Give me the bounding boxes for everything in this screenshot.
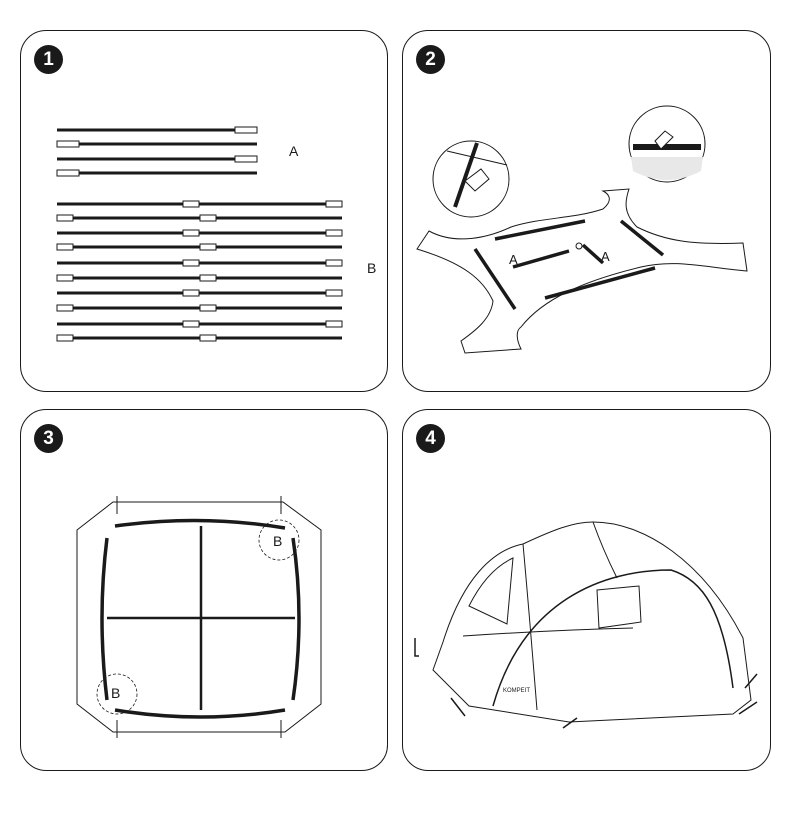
- canopy-outline: [76, 496, 322, 738]
- poles-illustration: A B: [56, 126, 376, 342]
- detail-circle-bottom: [96, 673, 138, 715]
- step-4-panel: 4 KOMPEIT: [402, 409, 771, 771]
- frame-poles: [100, 518, 301, 719]
- label-a-right: A: [601, 249, 610, 264]
- label-a: A: [289, 143, 299, 159]
- detail-inset-right: [628, 105, 706, 183]
- step-2-panel: 2 A A: [402, 30, 771, 392]
- poles-b-group: [57, 202, 342, 340]
- label-b-top: B: [273, 533, 282, 549]
- step-1-badge: 1: [34, 45, 63, 74]
- step-1-panel: 1 A: [20, 30, 388, 392]
- poles-a-sleeves: [56, 126, 258, 177]
- label-b-bottom: B: [111, 685, 120, 701]
- frame-top-view-illustration: B B: [76, 496, 322, 738]
- window-back: [596, 585, 642, 629]
- assembled-tent-illustration: KOMPEIT: [414, 521, 758, 729]
- poles-b-sleeves: [56, 200, 343, 342]
- center-hub: [575, 242, 583, 250]
- step-2-badge: 2: [416, 45, 445, 74]
- tent-floor-outline: [416, 188, 748, 354]
- step-3-badge: 3: [34, 424, 63, 453]
- laid-out-poles: [473, 219, 665, 310]
- ground-stakes: [414, 638, 758, 729]
- window-left: [468, 557, 514, 625]
- poles-a-group: [57, 128, 257, 175]
- cross-poles: [107, 526, 295, 710]
- door-arch: [492, 569, 734, 707]
- tent-seams: [462, 521, 634, 711]
- detail-circle-top: [258, 519, 300, 561]
- step-3-panel: 3 B B: [20, 409, 388, 771]
- label-a-left: A: [509, 252, 518, 267]
- detail-inset-left: [432, 140, 510, 218]
- brand-label: KOMPEIT: [503, 688, 530, 694]
- label-b: B: [367, 260, 376, 276]
- step-4-badge: 4: [416, 424, 445, 453]
- tent-layout-illustration: A A: [416, 105, 748, 354]
- tent-body: [432, 521, 752, 723]
